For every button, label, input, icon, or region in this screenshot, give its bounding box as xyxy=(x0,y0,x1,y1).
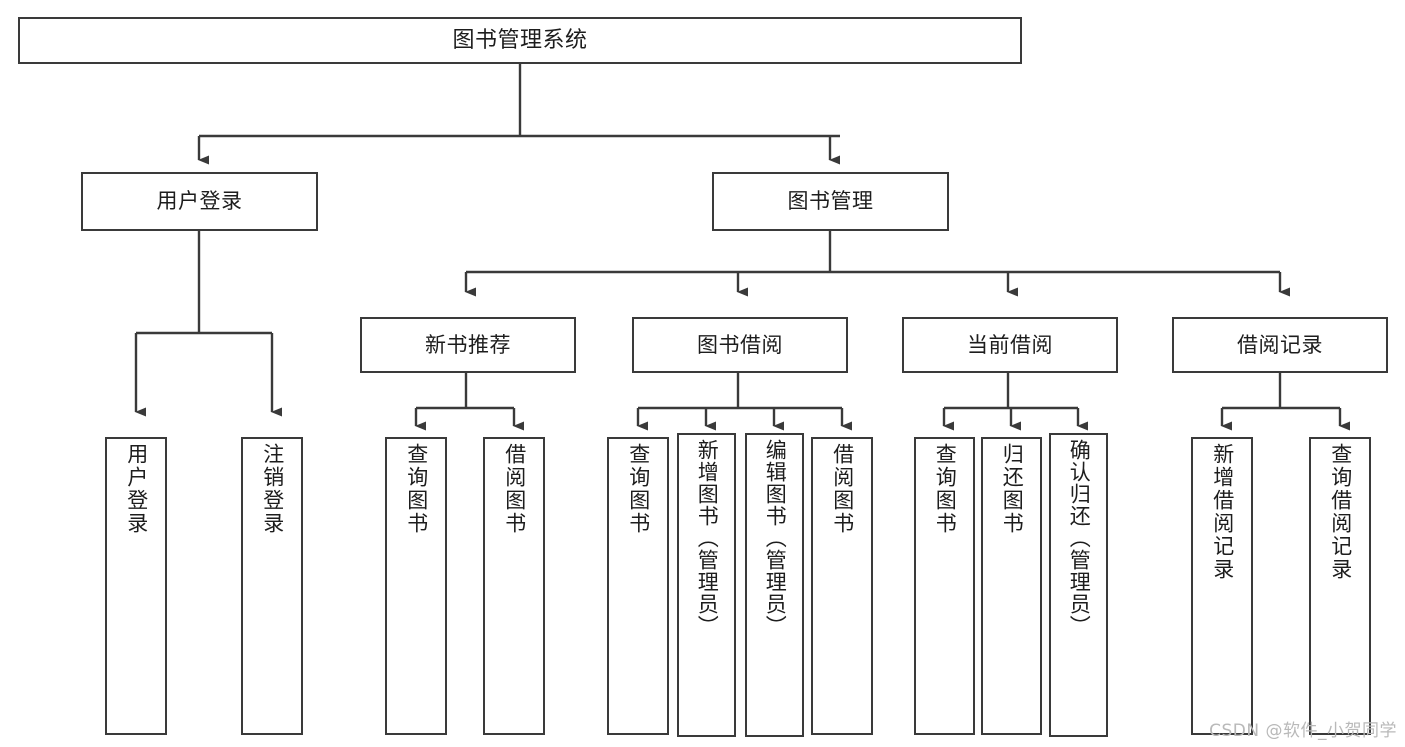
node-leaf-confirm-return-label: 确认归还（管理员） xyxy=(1067,439,1092,637)
node-leaf-query-record[interactable]: 查询借阅记录 xyxy=(1309,437,1371,735)
csdn-watermark: CSDN @软件_小贺同学 xyxy=(1209,721,1397,741)
node-book-borrow[interactable]: 图书借阅 xyxy=(632,317,848,373)
node-leaf-query-book-1[interactable]: 查询图书 xyxy=(385,437,447,735)
node-current-borrow-label: 当前借阅 xyxy=(967,332,1053,357)
node-leaf-borrow-book-1-label: 借阅图书 xyxy=(502,443,527,535)
node-book-management[interactable]: 图书管理 xyxy=(712,172,949,231)
node-book-management-label: 图书管理 xyxy=(787,189,874,214)
node-leaf-logout-label: 注销登录 xyxy=(260,443,285,535)
node-leaf-query-book-2[interactable]: 查询图书 xyxy=(607,437,669,735)
node-leaf-logout[interactable]: 注销登录 xyxy=(241,437,303,735)
node-leaf-query-book-2-label: 查询图书 xyxy=(626,443,651,535)
node-user-login[interactable]: 用户登录 xyxy=(81,172,318,231)
node-leaf-add-book-label: 新增图书（管理员） xyxy=(695,439,720,637)
node-borrow-record-label: 借阅记录 xyxy=(1237,332,1323,357)
node-leaf-user-login[interactable]: 用户登录 xyxy=(105,437,167,735)
node-new-book-recommend[interactable]: 新书推荐 xyxy=(360,317,576,373)
node-leaf-add-book[interactable]: 新增图书（管理员） xyxy=(677,433,736,737)
node-leaf-return-book[interactable]: 归还图书 xyxy=(981,437,1042,735)
node-current-borrow[interactable]: 当前借阅 xyxy=(902,317,1118,373)
node-leaf-borrow-book-2[interactable]: 借阅图书 xyxy=(811,437,873,735)
node-leaf-borrow-book-2-label: 借阅图书 xyxy=(830,443,855,535)
node-root[interactable]: 图书管理系统 xyxy=(18,17,1022,64)
node-leaf-query-book-3-label: 查询图书 xyxy=(933,443,958,535)
node-user-login-label: 用户登录 xyxy=(156,189,243,214)
node-leaf-query-book-1-label: 查询图书 xyxy=(404,443,429,535)
node-leaf-borrow-book-1[interactable]: 借阅图书 xyxy=(483,437,545,735)
node-leaf-add-record[interactable]: 新增借阅记录 xyxy=(1191,437,1253,735)
node-leaf-query-book-3[interactable]: 查询图书 xyxy=(914,437,975,735)
node-leaf-confirm-return[interactable]: 确认归还（管理员） xyxy=(1049,433,1108,737)
node-leaf-edit-book[interactable]: 编辑图书（管理员） xyxy=(745,433,804,737)
node-leaf-add-record-label: 新增借阅记录 xyxy=(1210,443,1235,581)
node-borrow-record[interactable]: 借阅记录 xyxy=(1172,317,1388,373)
node-book-borrow-label: 图书借阅 xyxy=(697,332,783,357)
node-new-book-recommend-label: 新书推荐 xyxy=(425,332,511,357)
node-leaf-query-record-label: 查询借阅记录 xyxy=(1328,443,1353,581)
node-leaf-return-book-label: 归还图书 xyxy=(1000,443,1025,535)
node-leaf-user-login-label: 用户登录 xyxy=(124,443,149,535)
node-leaf-edit-book-label: 编辑图书（管理员） xyxy=(763,439,788,637)
node-root-label: 图书管理系统 xyxy=(452,27,588,53)
